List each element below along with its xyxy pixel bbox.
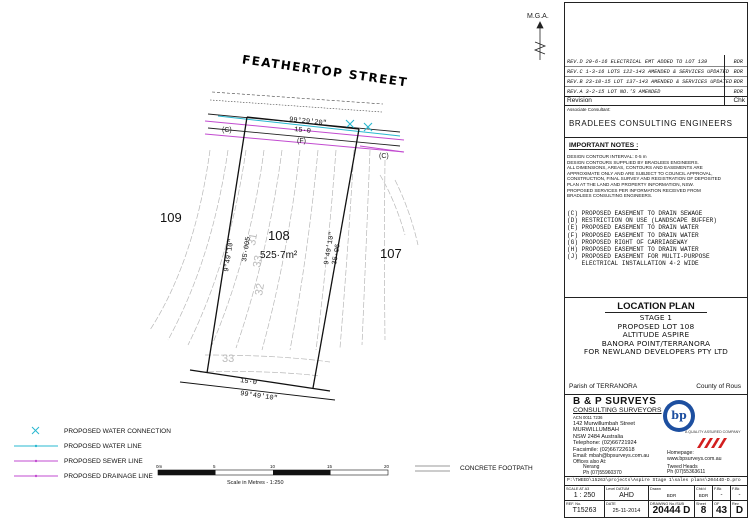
lot-108-boundary bbox=[179, 116, 360, 401]
svg-text:9°49'10": 9°49'10" bbox=[222, 238, 236, 273]
easement-c-label-right: (C) bbox=[379, 153, 389, 160]
svg-text:20: 20 bbox=[384, 464, 390, 469]
site-plan-drawing: 33 32 33 31 FEATHERTOP STREET (C) (F) (C… bbox=[14, 13, 549, 486]
lot-number-109: 109 bbox=[160, 210, 182, 225]
easement-list: (C) PROPOSED EASEMENT TO DRAIN SEWAGE (D… bbox=[567, 210, 717, 268]
quality-assured-logo bbox=[695, 435, 731, 448]
scale-caption: Scale in Metres - 1:250 bbox=[227, 480, 284, 486]
homepage: www.bpsurveys.com.au bbox=[667, 455, 722, 462]
revision-a: REV.A 3-2-15 LOT NO.'S AMENDED bbox=[567, 89, 661, 95]
parish: Parish of TERRANORA bbox=[569, 383, 638, 390]
svg-text:5: 5 bbox=[213, 464, 216, 469]
lot-number-107: 107 bbox=[380, 246, 402, 261]
consultant-name: BRADLEES CONSULTING ENGINEERS bbox=[569, 119, 733, 128]
telephone: Telephone: (02)66721924 bbox=[573, 440, 637, 447]
svg-text:35·06: 35·06 bbox=[331, 243, 343, 265]
svg-text:31: 31 bbox=[246, 232, 260, 246]
svg-text:15·0: 15·0 bbox=[240, 377, 258, 387]
check-header: Chk bbox=[733, 97, 745, 104]
design-contours bbox=[149, 149, 419, 377]
scale-bar bbox=[157, 469, 389, 476]
concrete-footpath-symbol bbox=[415, 465, 450, 472]
north-arrow-icon bbox=[533, 21, 547, 60]
svg-text:32: 32 bbox=[253, 282, 267, 296]
revision-c: REV.C 1-3-16 LOTS 122-143 AMENDED & SERV… bbox=[567, 69, 729, 75]
title-block: REV.D 29-6-16 ELECTRICAL EMT ADDED TO LO… bbox=[564, 2, 748, 518]
easement-f-label: (F) bbox=[297, 138, 306, 145]
svg-text:99°29'20": 99°29'20" bbox=[289, 115, 328, 128]
lot-number-108: 108 bbox=[268, 228, 290, 243]
consultant-box: Associate Consultant: BRADLEES CONSULTIN… bbox=[565, 106, 747, 138]
company-logo: bp bbox=[663, 400, 695, 432]
drawing-date: 25-11-2014 bbox=[612, 508, 641, 514]
company-name: B & P SURVEYS bbox=[573, 396, 657, 407]
lot-area: 525·7m² bbox=[260, 250, 298, 261]
svg-text:10: 10 bbox=[270, 464, 276, 469]
county: County of Rous bbox=[696, 383, 741, 390]
legend-sewer-line: PROPOSED SEWER LINE bbox=[64, 458, 143, 465]
sheet-total: 43 bbox=[715, 505, 728, 516]
reference-number: T15263 bbox=[572, 507, 597, 514]
north-label: M.G.A. bbox=[527, 13, 549, 20]
proposed-water-line bbox=[217, 115, 401, 137]
location-plan-title: LOCATION PLAN bbox=[617, 301, 695, 312]
svg-text:15: 15 bbox=[327, 464, 333, 469]
legend-drainage-line: PROPOSED DRAINAGE LINE bbox=[64, 473, 153, 480]
email: Email: mbah@bpsurveys.com.au bbox=[573, 453, 650, 459]
facsimile: Facsimile: (02)66722618 bbox=[573, 446, 635, 453]
company-subtitle: CONSULTING SURVEYORS bbox=[573, 407, 662, 414]
quality-assured-caption: A QUALITY ASSURED COMPANY bbox=[685, 430, 741, 434]
important-notes: IMPORTANT NOTES : DESIGN CONTOUR INTERVA… bbox=[565, 138, 747, 298]
revision-letter: D bbox=[735, 505, 744, 516]
svg-text:0m: 0m bbox=[156, 464, 163, 469]
company-box: B & P SURVEYS CONSULTING SURVEYORS ACN 0… bbox=[565, 395, 747, 477]
street-kerb bbox=[209, 91, 384, 113]
revision-b: REV.B 23-10-15 LOT 137-143 AMENDED & SER… bbox=[567, 79, 732, 85]
legend-concrete-footpath: CONCRETE FOOTPATH bbox=[460, 465, 533, 472]
street-name: FEATHERTOP STREET bbox=[241, 52, 409, 89]
easement-c-label-left: (C) bbox=[222, 127, 232, 134]
sheet-number: 8 bbox=[700, 505, 707, 516]
legend-water-line: PROPOSED WATER LINE bbox=[64, 443, 142, 450]
svg-text:33: 33 bbox=[222, 353, 234, 365]
contour-label: 33 32 33 31 bbox=[222, 232, 267, 365]
notes-title: IMPORTANT NOTES : bbox=[569, 142, 639, 150]
file-path: P:\TWEED\15263\projects\Aspire Stage 1\s… bbox=[565, 477, 747, 486]
proposed-sewer-line bbox=[204, 120, 405, 153]
svg-text:35·005: 35·005 bbox=[241, 236, 253, 262]
revision-table: REV.D 29-6-16 ELECTRICAL EMT ADDED TO LO… bbox=[565, 3, 747, 106]
legend-symbols bbox=[14, 426, 58, 478]
legend-water-connection: PROPOSED WATER CONNECTION bbox=[64, 428, 171, 435]
revision-header: Revision bbox=[567, 97, 592, 104]
svg-text:15·0: 15·0 bbox=[294, 126, 312, 136]
revision-d: REV.D 29-6-16 ELECTRICAL EMT ADDED TO LO… bbox=[567, 59, 708, 65]
location-plan-box: LOCATION PLAN STAGE 1 PROPOSED LOT 108 A… bbox=[565, 298, 747, 395]
svg-text:33: 33 bbox=[251, 254, 265, 268]
water-connection-icon bbox=[345, 119, 373, 132]
drawing-number: 20444 D bbox=[652, 505, 691, 516]
